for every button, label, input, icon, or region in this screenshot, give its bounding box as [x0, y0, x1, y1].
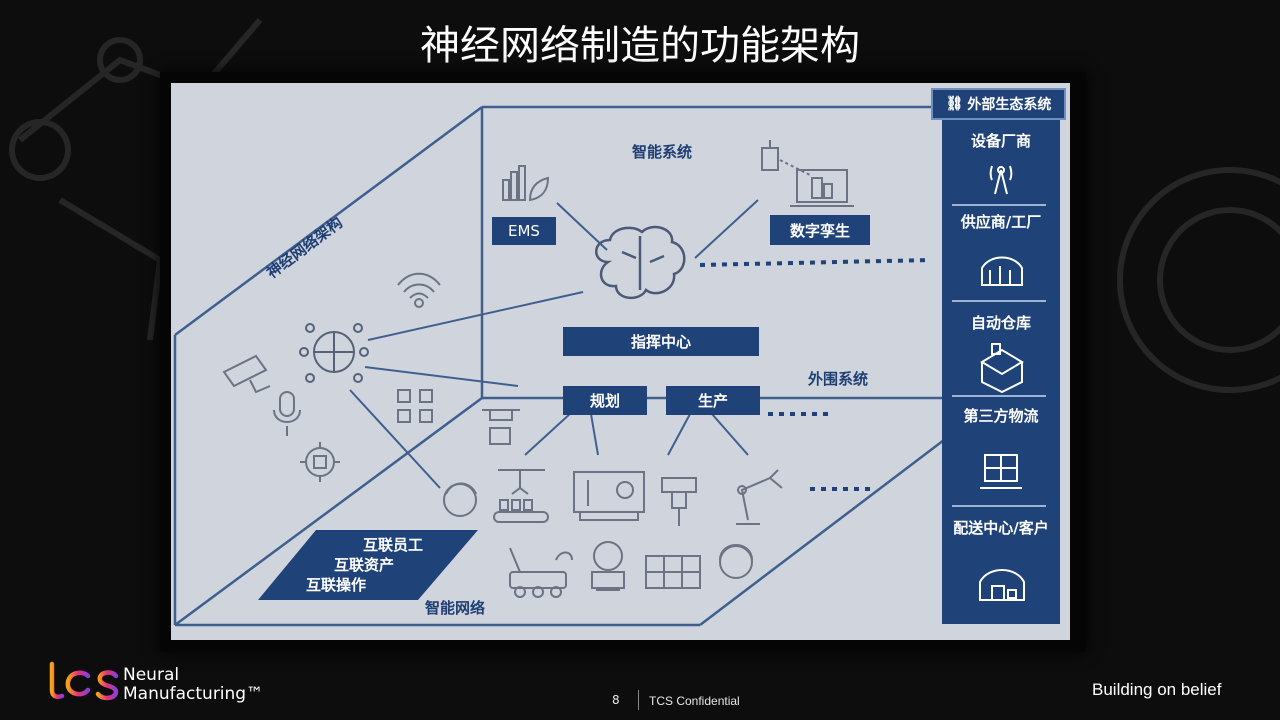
drone-icon [482, 409, 520, 445]
ecosystem-header-label: 外部生态系统 [967, 97, 1052, 113]
confidential-label: TCS Confidential [649, 694, 740, 708]
machine-icon [573, 471, 645, 521]
security-camera-icon [222, 354, 271, 394]
connector-line [524, 411, 573, 456]
warehouse-icon [980, 343, 1024, 394]
connected-operations: 互联操作 [306, 576, 367, 594]
logistics-truck-icon [980, 454, 1022, 489]
tagline: Building on belief [1092, 680, 1222, 699]
connected-staff: 互联员工 [363, 536, 424, 554]
ecosystem-header: ⛓ 外部生态系统 [931, 88, 1066, 120]
divider [952, 204, 1046, 206]
logo-text-line2: Manufacturing™ [123, 684, 264, 704]
drill-icon [661, 477, 697, 526]
modules-icon [397, 389, 433, 423]
conveyor-robot-icon [493, 469, 549, 523]
wifi-icon [397, 272, 441, 308]
connector-line [711, 413, 749, 456]
brain-icon [595, 225, 686, 299]
production-box: 生产 [666, 386, 760, 415]
ecosystem-item-distribution: 配送中心/客户 [953, 519, 1049, 537]
bottom-section-label: 智能网络 [425, 599, 486, 617]
command-center-box: 指挥中心 [563, 327, 759, 356]
logo-text: Neural Manufacturing™ [123, 666, 263, 704]
worker-icon [443, 482, 477, 517]
worker-female-icon [719, 544, 753, 579]
footer-divider [638, 690, 639, 710]
slide-title: 神经网络制造的功能架构 [420, 23, 860, 69]
ecosystem-item-warehouse: 自动仓库 [970, 314, 1031, 332]
connected-assets: 互联资产 [334, 556, 395, 574]
connector-line [590, 413, 599, 456]
connector-line [556, 202, 608, 251]
divider [952, 505, 1046, 507]
storage-shelves-icon [645, 555, 701, 589]
connector-line [364, 366, 519, 387]
top-section-label: 智能系统 [632, 143, 693, 161]
antenna-icon [989, 165, 1013, 195]
page-number: 8 [612, 693, 620, 707]
distribution-center-icon [979, 569, 1025, 601]
connected-panel [258, 530, 478, 600]
ecosystem-item-equipment-vendor: 设备厂商 [970, 132, 1031, 150]
logo-text-line1: Neural [123, 665, 180, 685]
planning-box: 规划 [563, 386, 647, 415]
ecosystem-item-supplier: 供应商/工厂 [960, 213, 1042, 231]
connector-line [367, 291, 584, 341]
link-icon: ⛓ [945, 96, 964, 112]
city-laptop-icon [761, 140, 854, 207]
ecosystem-item-logistics: 第三方物流 [963, 407, 1039, 425]
digital-twin-box: 数字孪生 [770, 215, 870, 245]
connector-line [349, 389, 441, 489]
robot-arm-icon [736, 469, 783, 525]
ems-box: EMS [492, 217, 556, 245]
network-hub-icon [299, 323, 369, 383]
dotted-link [699, 258, 931, 267]
rover-icon [509, 547, 573, 598]
box-edge [174, 396, 483, 627]
microphone-icon [273, 391, 301, 436]
box-edge [699, 439, 945, 626]
gear-chip-icon [300, 442, 340, 482]
connector-line [667, 413, 691, 456]
robot-icon [591, 541, 625, 591]
divider [952, 395, 1046, 397]
factory-icon [981, 256, 1023, 286]
tcs-logo [46, 661, 119, 701]
box-edge [174, 105, 483, 337]
right-section-label: 外围系统 [808, 370, 869, 388]
energy-chart-icon [502, 165, 550, 202]
connector-line [694, 199, 759, 259]
divider [952, 300, 1046, 302]
ecosystem-column [942, 88, 1060, 624]
